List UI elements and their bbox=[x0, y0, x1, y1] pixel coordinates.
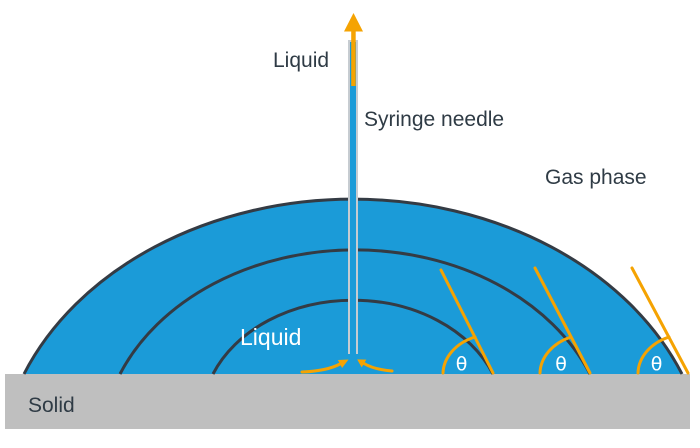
contact-angle-arc-1 bbox=[441, 335, 477, 375]
contact-angle-arc-3 bbox=[636, 335, 671, 375]
theta-symbol-2: θ bbox=[555, 353, 567, 375]
flow-arrow-left bbox=[300, 362, 342, 374]
flow-arrow-right bbox=[362, 362, 394, 373]
up-arrow-shaft bbox=[351, 29, 356, 86]
theta-symbol-3: θ bbox=[651, 353, 663, 375]
contact-tangent-line-1 bbox=[439, 268, 495, 375]
flow-arrow-left-head-icon bbox=[337, 359, 349, 368]
flow-arrow-right-head-icon bbox=[357, 359, 367, 368]
contact-angle-arc-2 bbox=[538, 335, 573, 375]
label-liquid-top: Liquid bbox=[273, 49, 329, 72]
solid-substrate bbox=[5, 374, 690, 429]
label-gas-phase: Gas phase bbox=[545, 166, 647, 189]
theta-symbol-1: θ bbox=[456, 353, 468, 375]
label-syringe-needle: Syringe needle bbox=[364, 108, 504, 131]
contact-tangent-line-3 bbox=[630, 266, 690, 375]
label-liquid-droplet: Liquid bbox=[240, 324, 301, 350]
label-solid: Solid bbox=[28, 394, 75, 417]
contact-tangent-line-2 bbox=[533, 266, 592, 375]
up-arrow-icon bbox=[344, 13, 363, 32]
needle-bore bbox=[350, 42, 356, 354]
